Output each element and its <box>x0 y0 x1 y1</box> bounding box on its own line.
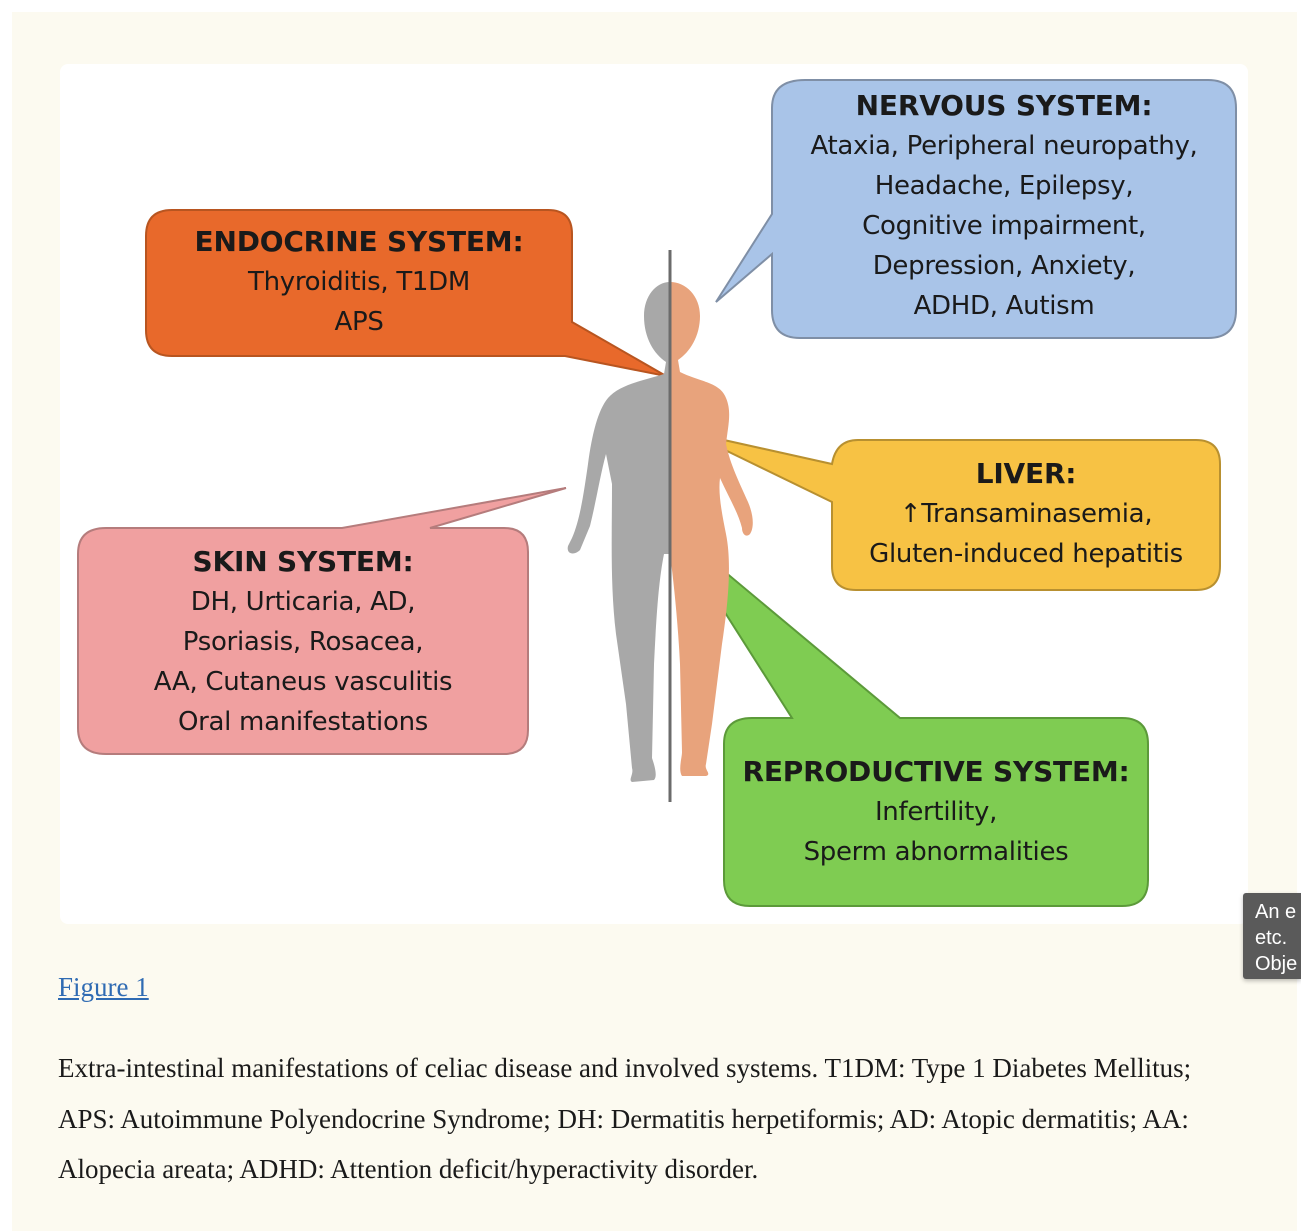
reproductive-heading: REPRODUCTIVE SYSTEM: <box>742 755 1130 788</box>
nervous-heading: NERVOUS SYSTEM: <box>855 89 1153 122</box>
endocrine-callout-bubble <box>145 209 667 377</box>
tooltip-popup: An e etc. Obje <box>1243 893 1301 979</box>
skin-line-3: AA, Cutaneus vasculitis <box>153 667 453 697</box>
skin-line-1: DH, Urticaria, AD, <box>190 587 416 617</box>
reproductive-line-1: Infertility, <box>874 797 998 827</box>
nervous-callout-bubble <box>715 79 1237 339</box>
nervous-line-2: Headache, Epilepsy, <box>874 171 1134 201</box>
endocrine-line-2: APS <box>334 307 384 337</box>
liver-callout-text: LIVER: ↑Transaminasemia, Gluten-induced … <box>832 454 1220 574</box>
liver-callout-bubble <box>687 431 1221 591</box>
male-silhouette <box>567 282 670 782</box>
liver-heading: LIVER: <box>975 457 1077 490</box>
skin-callout-bubble <box>77 487 567 755</box>
nervous-callout-text: NERVOUS SYSTEM: Ataxia, Peripheral neuro… <box>772 86 1236 326</box>
nervous-line-1: Ataxia, Peripheral neuropathy, <box>810 131 1198 161</box>
skin-line-4: Oral manifestations <box>177 707 428 737</box>
figure-image: NERVOUS SYSTEM: Ataxia, Peripheral neuro… <box>60 64 1248 924</box>
liver-line-2: Gluten-induced hepatitis <box>869 539 1183 569</box>
tooltip-line-3: Obje <box>1255 953 1298 975</box>
reproductive-callout-text: REPRODUCTIVE SYSTEM: Infertility, Sperm … <box>724 752 1148 872</box>
figure-caption: Extra-intestinal manifestations of celia… <box>58 1053 1192 1184</box>
skin-heading: SKIN SYSTEM: <box>192 545 414 578</box>
reproductive-line-2: Sperm abnormalities <box>803 837 1069 867</box>
tooltip-line-1: An e <box>1255 901 1297 923</box>
female-silhouette <box>670 282 753 776</box>
liver-line-1: ↑Transaminasemia, <box>899 499 1153 529</box>
endocrine-heading: ENDOCRINE SYSTEM: <box>194 225 524 258</box>
skin-callout-text: SKIN SYSTEM: DH, Urticaria, AD, Psoriasi… <box>78 542 528 742</box>
nervous-line-5: ADHD, Autism <box>913 291 1095 321</box>
figure-1-link[interactable]: Figure 1 <box>58 972 149 1002</box>
nervous-line-4: Depression, Anxiety, <box>872 251 1136 281</box>
reproductive-callout-bubble <box>669 525 1149 907</box>
endocrine-callout-text: ENDOCRINE SYSTEM: Thyroiditis, T1DM APS <box>146 222 572 342</box>
diagram-graphic <box>77 79 1237 907</box>
tooltip-line-2: etc. <box>1255 927 1288 949</box>
skin-line-2: Psoriasis, Rosacea, <box>182 627 424 657</box>
nervous-line-3: Cognitive impairment, <box>862 211 1146 241</box>
endocrine-line-1: Thyroiditis, T1DM <box>248 267 470 297</box>
